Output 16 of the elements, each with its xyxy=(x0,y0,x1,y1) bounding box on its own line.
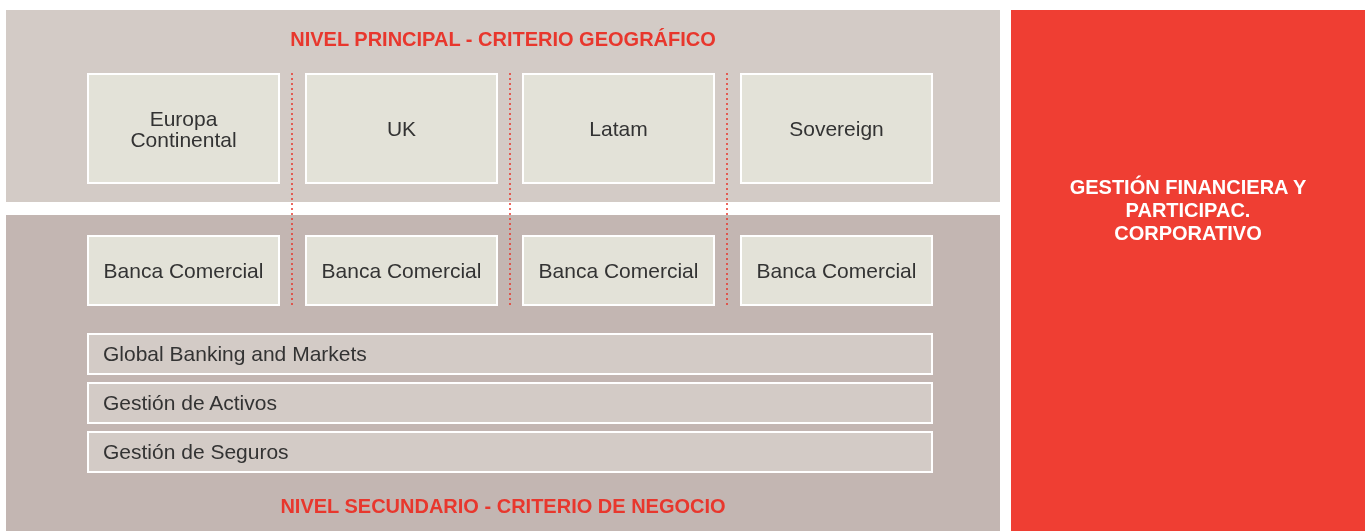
segment-bar: Gestión de Activos xyxy=(87,382,933,424)
panel-heading: NIVEL SECUNDARIO - CRITERIO DE NEGOCIO xyxy=(279,495,727,518)
segment-box: Banca Comercial xyxy=(740,235,933,306)
segment-box: Banca Comercial xyxy=(305,235,498,306)
segment-box: Banca Comercial xyxy=(87,235,280,306)
segment-box: Latam xyxy=(522,73,715,184)
segment-box: Sovereign xyxy=(740,73,933,184)
segment-bar: Gestión de Seguros xyxy=(87,431,933,473)
panel-background xyxy=(6,215,1000,531)
segment-bar: Global Banking and Markets xyxy=(87,333,933,375)
segment-box: Europa Continental xyxy=(87,73,280,184)
panel-heading: NIVEL PRINCIPAL - CRITERIO GEOGRÁFICO xyxy=(289,28,717,51)
segment-box: UK xyxy=(305,73,498,184)
segment-box: Banca Comercial xyxy=(522,235,715,306)
panel-background xyxy=(6,10,1000,202)
segment-panel: GESTIÓN FINANCIERA Y PARTICIPAC. CORPORATIVO xyxy=(1011,10,1365,531)
